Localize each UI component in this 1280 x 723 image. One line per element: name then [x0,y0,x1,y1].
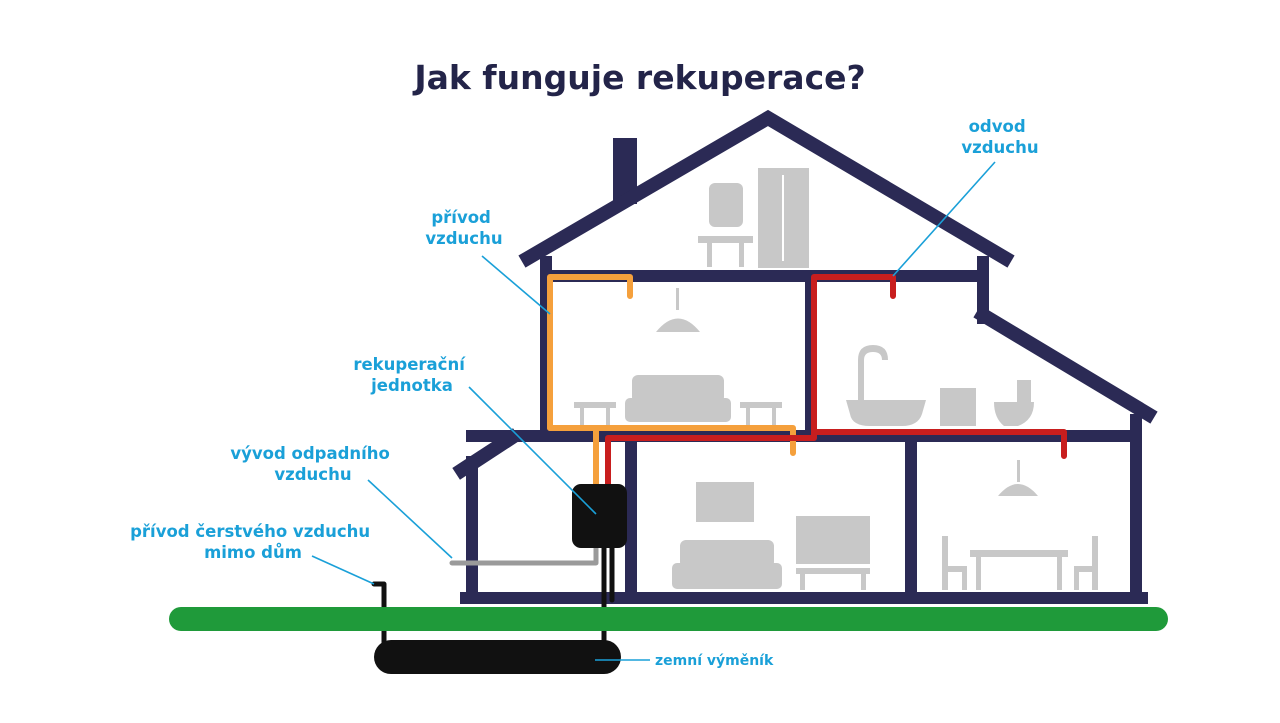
attic-table-leg-right [739,243,744,267]
dining-chair-right-seat [1074,566,1098,572]
middle-lamp-icon [656,318,700,332]
label-exhaust-air: odvod vzduchu [961,117,1038,157]
supply-duct-branch [547,425,796,456]
dining-chair-right [1092,536,1098,590]
dining-table-top [970,550,1068,557]
supply-duct [547,274,633,487]
main-roof [518,109,1015,268]
furniture [574,168,1098,590]
attic-table-leg-left [707,243,712,267]
leader-lines [311,161,996,661]
ground-sofa-seat [672,563,782,589]
bath-faucet-icon [858,345,888,400]
middle-sidetable-right-leg1 [746,408,750,426]
ground-tv-leg2 [861,574,866,590]
middle-sidetable-left [574,402,616,408]
right-lower-roof [973,305,1158,424]
middle-sidetable-left-leg1 [580,408,584,426]
label-supply-air: přívod vzduchu [425,208,502,248]
label-waste-air-outlet: vývod odpadního vzduchu [230,444,395,484]
label-ground-exchanger: zemní výměník [655,653,774,669]
middle-sofa-back [632,375,724,403]
dining-chair-right-leg [1074,566,1079,590]
recovery-unit [572,484,627,548]
ground-center-furniture [672,482,870,590]
middle-sidetable-right [740,402,782,408]
ground-picture [696,482,754,522]
middle-sidetable-right-leg2 [772,408,776,426]
ground-strip [169,607,1168,631]
label-fresh-air-intake: přívod čerstvého vzduchu mimo dům [130,522,376,562]
bathtub-icon [846,400,926,426]
toilet-icon [994,380,1034,426]
dining-furniture [942,460,1098,590]
bathroom-cabinet [940,388,976,426]
labels: přívod vzduchu odvod vzduchu rekuperační… [130,117,1039,669]
leader-supply-air [481,255,551,315]
dining-chair-left-leg [962,566,967,590]
leader-exhaust-air [892,161,996,277]
attic-table-top [698,236,753,243]
leader-waste-air-outlet [367,479,453,559]
dining-chair-left [942,536,948,590]
ground-tv [796,516,870,564]
leader-fresh-air-intake [311,555,375,585]
exhaust-duct [605,274,896,487]
attic-wardrobe-line [782,175,784,261]
ducts [371,274,1067,653]
ground-heat-exchanger [374,640,621,674]
attic-furniture [698,168,809,268]
outlet-duct [449,543,599,566]
middle-sidetable-left-leg2 [606,408,610,426]
dining-table-leg1 [976,557,981,590]
ground-tv-stand [796,568,870,574]
dining-lamp-icon [998,484,1038,496]
middle-sofa-seat [625,398,731,422]
middle-lamp-cord [676,288,679,310]
ground-sofa-back [680,540,774,568]
bathroom-furniture [846,345,1034,426]
label-recovery-unit: rekuperační jednotka [353,355,470,395]
ground-tv-leg1 [800,574,805,590]
dining-lamp-cord [1017,460,1020,482]
page-title: Jak funguje rekuperace? [412,58,865,97]
leader-recovery-unit [468,386,597,515]
exhaust-duct-branch [811,429,1067,459]
attic-mirror [709,183,743,227]
dining-table-leg2 [1057,557,1062,590]
middle-room-furniture [574,288,782,426]
dining-chair-left-seat [942,566,966,572]
